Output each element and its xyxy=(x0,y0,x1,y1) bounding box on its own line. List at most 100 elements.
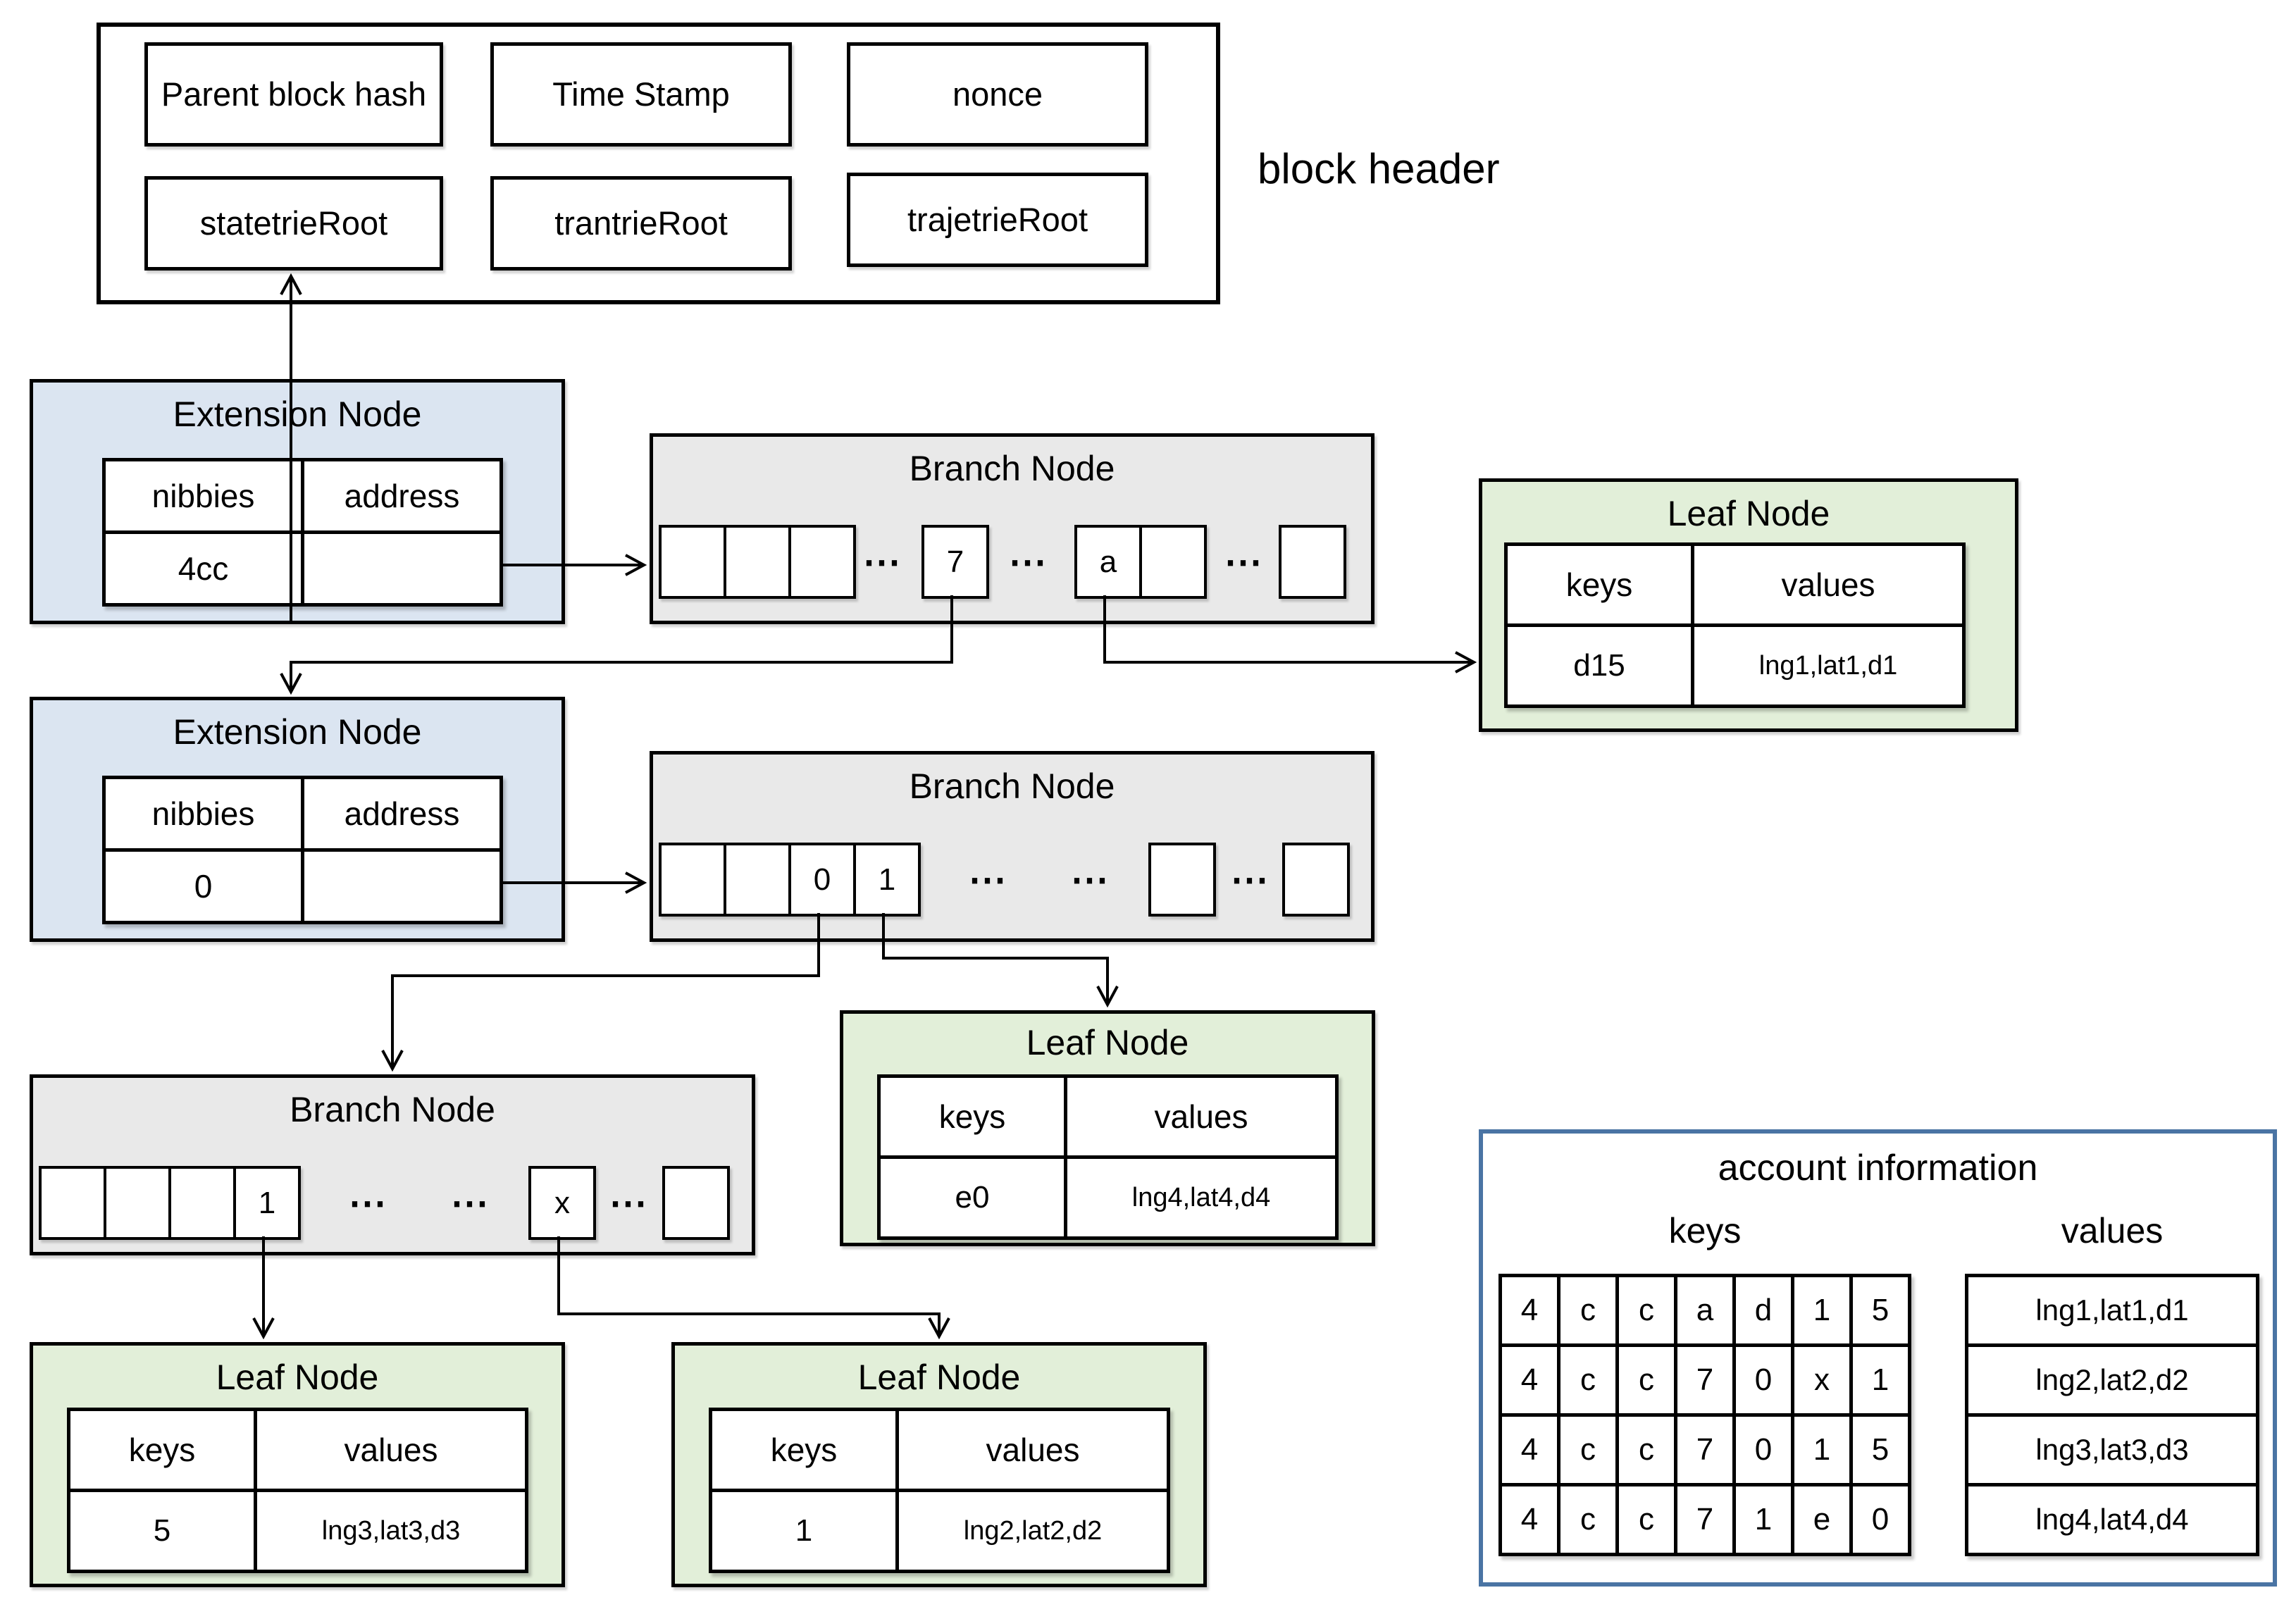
account-values-header: values xyxy=(2061,1211,2164,1250)
trantrie-root-label: trantrieRoot xyxy=(554,204,728,242)
block-header-field-parent-block-hash: Parent block hash xyxy=(144,42,443,147)
account-value-cell: lng2,lat2,d2 xyxy=(1968,1347,2256,1413)
branch-node-1-slot-group-b: a xyxy=(1074,525,1207,599)
nibbles-header-cell: nibbies xyxy=(106,461,301,530)
branch-slot-1: 1 xyxy=(856,845,918,914)
leaf-node-2-table: keys values e0 lng4,lat4,d4 xyxy=(877,1074,1339,1240)
key-char-cell: 4 xyxy=(1502,1347,1557,1413)
key-char-cell: c xyxy=(1619,1347,1674,1413)
leaf-node-4-table: keys values 1 lng2,lat2,d2 xyxy=(709,1408,1170,1573)
leaf-value-cell: lng3,lat3,d3 xyxy=(257,1492,525,1570)
branch-slot-empty xyxy=(42,1169,104,1237)
nibbles-value-cell: 4cc xyxy=(106,534,301,603)
keys-header-cell: keys xyxy=(70,1411,254,1489)
branch-node-3-title: Branch Node xyxy=(290,1090,495,1129)
values-header-cell: values xyxy=(899,1411,1167,1489)
account-values-grid: lng1,lat1,d1 lng2,lat2,d2 lng3,lat3,d3 l… xyxy=(1965,1274,2259,1556)
leaf-key-cell: 1 xyxy=(712,1492,895,1570)
ellipsis: ⋯ xyxy=(968,859,1009,901)
address-header-cell: address xyxy=(304,779,499,848)
branch-slot-empty xyxy=(726,845,788,914)
key-char-cell: 1 xyxy=(1853,1347,1908,1413)
ellipsis: ⋯ xyxy=(1008,541,1049,583)
keys-header-cell: keys xyxy=(1508,546,1691,623)
trajetrie-root-label: trajetrieRoot xyxy=(907,200,1088,238)
leaf-value-cell: lng4,lat4,d4 xyxy=(1067,1159,1335,1236)
branch-slot-empty xyxy=(1151,845,1213,914)
account-value-cell: lng1,lat1,d1 xyxy=(1968,1277,2256,1343)
extension-node-1-title: Extension Node xyxy=(173,395,422,434)
key-char-cell: 5 xyxy=(1853,1277,1908,1343)
block-header-field-nonce: nonce xyxy=(847,42,1148,147)
key-char-cell: a xyxy=(1677,1277,1732,1343)
branch-slot-empty xyxy=(106,1169,168,1237)
branch-slot-empty xyxy=(726,528,788,596)
parent-block-hash-label: Parent block hash xyxy=(161,75,427,113)
time-stamp-label: Time Stamp xyxy=(552,75,730,113)
extension-node-1-table: nibbies address 4cc xyxy=(102,458,503,607)
branch-slot-empty xyxy=(662,528,724,596)
branch-slot-empty xyxy=(665,1169,727,1237)
leaf-node-2: Leaf Node keys values e0 lng4,lat4,d4 xyxy=(840,1010,1375,1246)
account-keys-header: keys xyxy=(1668,1211,1742,1250)
values-header-cell: values xyxy=(1067,1078,1335,1155)
account-value-cell: lng4,lat4,d4 xyxy=(1968,1486,2256,1553)
branch-slot-empty xyxy=(1285,845,1347,914)
extension-node-2-title: Extension Node xyxy=(173,712,422,752)
branch-slot-x: x xyxy=(531,1169,593,1237)
values-header-cell: values xyxy=(1694,546,1962,623)
nonce-label: nonce xyxy=(952,75,1043,113)
ellipsis: ⋯ xyxy=(862,541,903,583)
address-value-cell xyxy=(304,852,499,921)
key-char-cell: c xyxy=(1560,1347,1615,1413)
leaf-value-cell: lng2,lat2,d2 xyxy=(899,1492,1167,1570)
leaf-node-3-table: keys values 5 lng3,lat3,d3 xyxy=(67,1408,528,1573)
branch-node-3-slot-group-a: 1 xyxy=(39,1166,301,1240)
ellipsis: ⋯ xyxy=(609,1182,650,1224)
leaf-value-cell: lng1,lat1,d1 xyxy=(1694,627,1962,704)
key-char-cell: 4 xyxy=(1502,1417,1557,1483)
account-value-cell: lng3,lat3,d3 xyxy=(1968,1417,2256,1483)
key-char-cell: 1 xyxy=(1736,1486,1791,1553)
key-char-cell: d xyxy=(1736,1277,1791,1343)
extension-node-2: Extension Node nibbies address 0 xyxy=(30,697,565,942)
account-keys-grid: 4 c c a d 1 5 4 c c 7 0 x 1 4 c c 7 0 1 … xyxy=(1498,1274,1911,1556)
key-char-cell: c xyxy=(1619,1277,1674,1343)
branch-node-1-slot-7: 7 xyxy=(921,525,989,599)
leaf-node-1-table: keys values d15 lng1,lat1,d1 xyxy=(1504,542,1966,708)
leaf-node-1-title: Leaf Node xyxy=(1667,494,1830,533)
key-char-cell: c xyxy=(1560,1417,1615,1483)
key-char-cell: 4 xyxy=(1502,1277,1557,1343)
key-char-cell: 7 xyxy=(1677,1486,1732,1553)
branch-slot-empty xyxy=(662,845,724,914)
ellipsis: ⋯ xyxy=(1070,859,1111,901)
branch-node-2-slot-group-a: 0 1 xyxy=(659,843,921,917)
leaf-node-2-title: Leaf Node xyxy=(1026,1023,1189,1062)
branch-slot-1: 1 xyxy=(236,1169,298,1237)
branch-node-2-slot-mid xyxy=(1148,843,1216,917)
extension-node-2-table: nibbies address 0 xyxy=(102,776,503,924)
key-char-cell: 4 xyxy=(1502,1486,1557,1553)
address-value-cell xyxy=(304,534,499,603)
branch-slot-empty xyxy=(1142,528,1204,596)
key-char-cell: 7 xyxy=(1677,1417,1732,1483)
account-information-title: account information xyxy=(1718,1148,2038,1188)
leaf-key-cell: e0 xyxy=(881,1159,1064,1236)
ellipsis: ⋯ xyxy=(1230,859,1271,901)
branch-slot-empty xyxy=(791,528,853,596)
branch-node-1-slot-group-a xyxy=(659,525,856,599)
ellipsis: ⋯ xyxy=(1224,541,1265,583)
key-char-cell: x xyxy=(1794,1347,1849,1413)
block-header-field-trantrie-root: trantrieRoot xyxy=(490,176,792,271)
key-char-cell: e xyxy=(1794,1486,1849,1553)
branch-slot-empty xyxy=(171,1169,233,1237)
leaf-node-3: Leaf Node keys values 5 lng3,lat3,d3 xyxy=(30,1342,565,1587)
key-char-cell: 7 xyxy=(1677,1347,1732,1413)
branch-node-3-slot-last xyxy=(662,1166,730,1240)
branch-node-2-title: Branch Node xyxy=(909,766,1115,806)
branch-slot-7: 7 xyxy=(924,528,986,596)
values-header-cell: values xyxy=(257,1411,525,1489)
ellipsis: ⋯ xyxy=(450,1182,491,1224)
extension-node-1: Extension Node nibbies address 4cc xyxy=(30,379,565,624)
ellipsis: ⋯ xyxy=(348,1182,389,1224)
